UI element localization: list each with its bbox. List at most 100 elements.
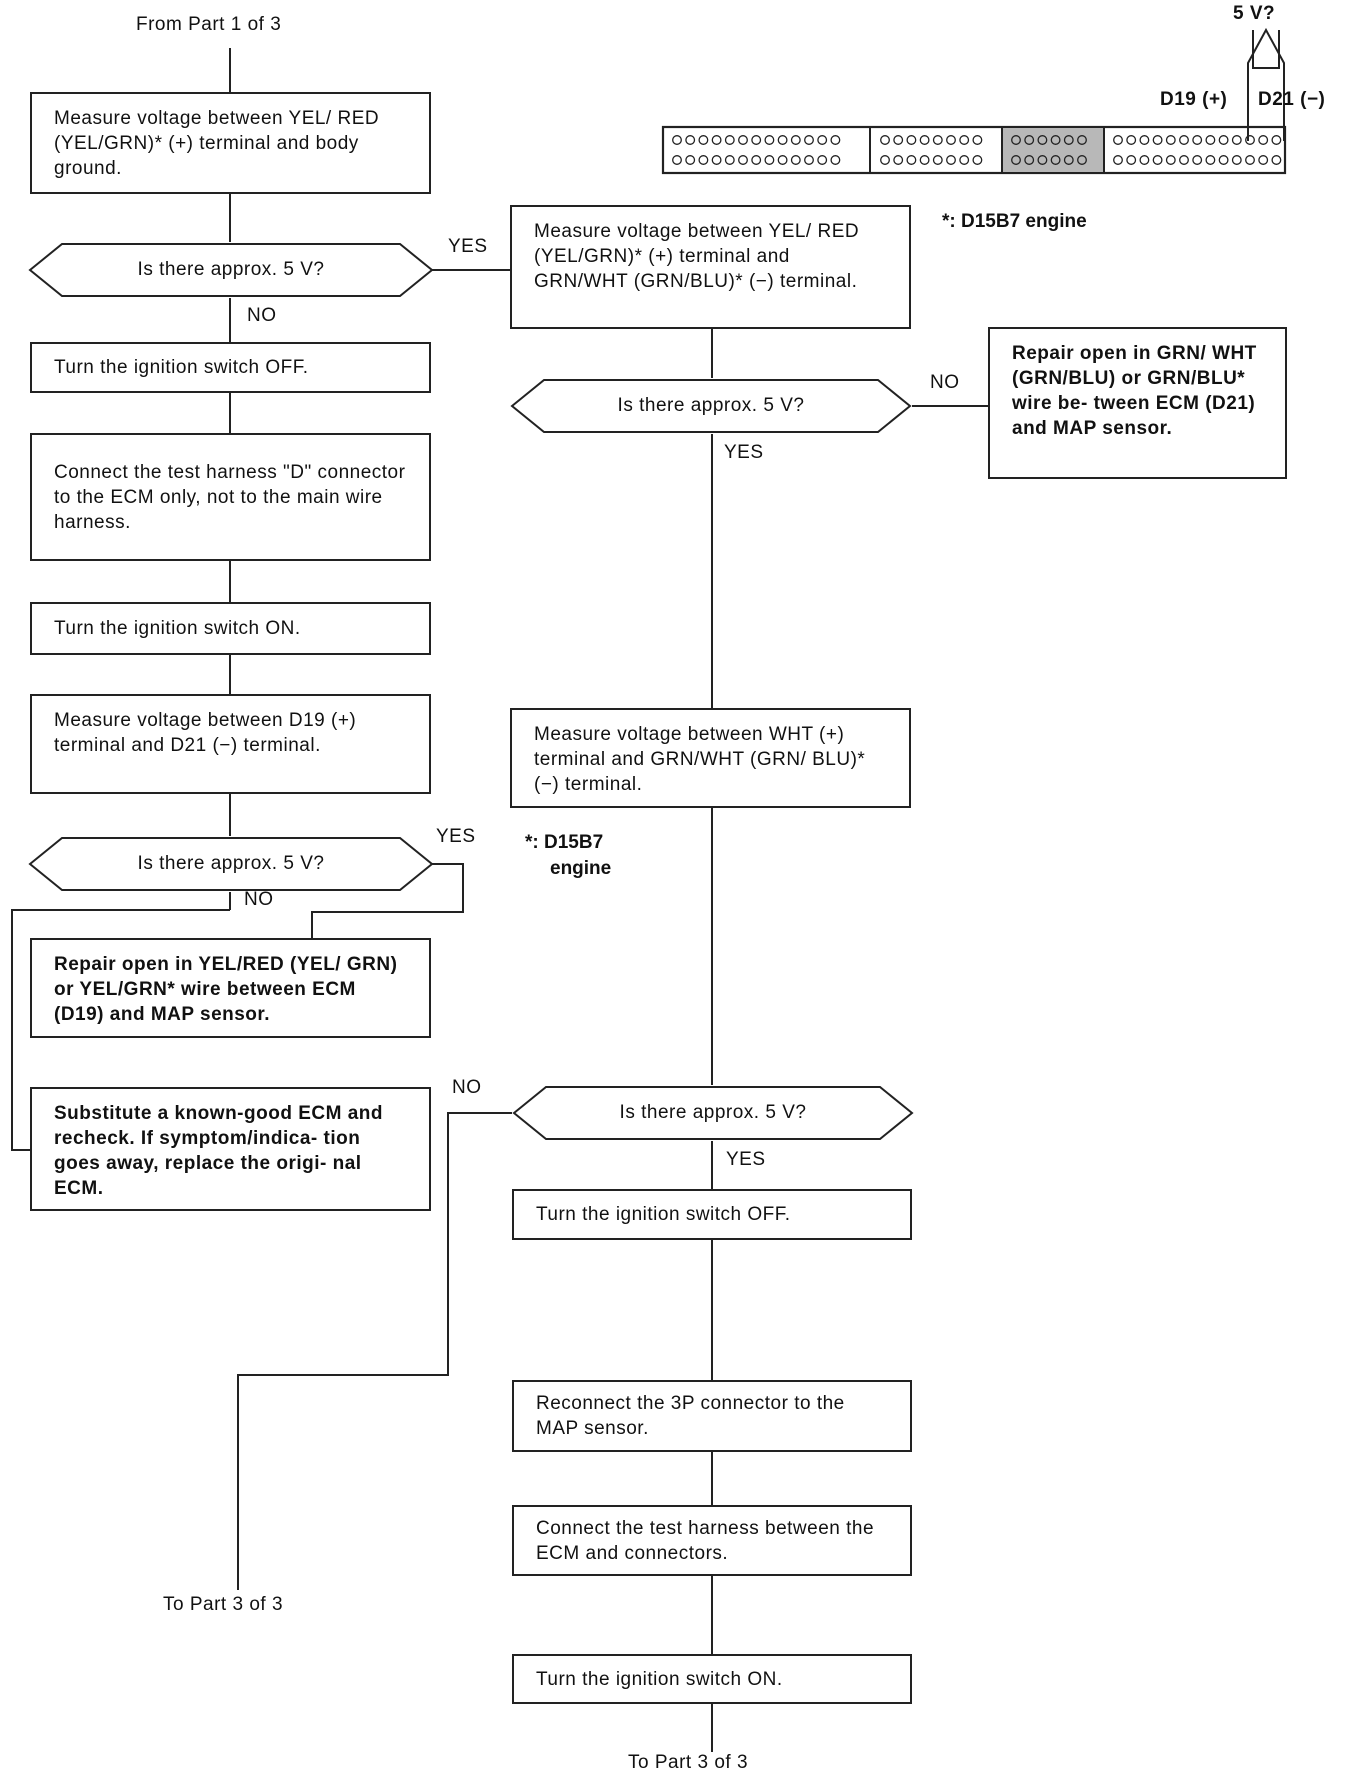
connector-pin — [1231, 135, 1242, 145]
connector-pin — [1152, 135, 1163, 145]
connector-pin — [1271, 155, 1282, 165]
connector-pin — [1050, 155, 1061, 165]
connector-pin — [724, 135, 735, 145]
turn-ignition-on-box: Turn the ignition switch ON. — [30, 602, 431, 655]
repair-grn-wire-box: Repair open in GRN/ WHT (GRN/BLU) or GRN… — [988, 327, 1287, 479]
connector-pin — [946, 155, 956, 165]
connector-pin — [711, 155, 722, 165]
connector-pin — [932, 155, 943, 165]
connector-pin — [790, 135, 801, 145]
connector-pin — [1139, 135, 1150, 145]
d19-terminal-label: D19 (+) — [1160, 89, 1228, 110]
connector-pin — [777, 135, 788, 145]
decision-approx-5v-4: Is there approx. 5 V? — [512, 1085, 914, 1141]
connect-test-harness-d-box: Connect the test harness "D" connector t… — [30, 433, 431, 561]
connector-pin — [738, 155, 748, 165]
connector-pin — [830, 135, 841, 145]
connector-pin — [919, 155, 930, 165]
connector-pin — [724, 155, 735, 165]
connector-pin — [751, 155, 762, 165]
decision-text: Is there approx. 5 V? — [137, 259, 325, 280]
connector-pin — [959, 135, 970, 145]
repair-yel-wire-box: Repair open in YEL/RED (YEL/ GRN) or YEL… — [30, 938, 431, 1038]
connector-pin — [1258, 135, 1269, 145]
connector-pin — [830, 155, 841, 165]
connector-pin — [1205, 155, 1216, 165]
connector-pin — [685, 135, 696, 145]
connector-pin — [804, 155, 814, 165]
decision-text: Is there approx. 5 V? — [137, 853, 325, 874]
measure-voltage-grn-wht-box: Measure voltage between YEL/ RED (YEL/GR… — [510, 205, 911, 329]
connector-pin — [906, 135, 917, 145]
to-part-3-right-label: To Part 3 of 3 — [628, 1752, 749, 1773]
connector-pin — [1024, 135, 1035, 145]
connector-pin — [1139, 155, 1150, 165]
no-label: NO — [452, 1077, 482, 1098]
connector-pin — [1126, 135, 1137, 145]
connector-pin — [932, 135, 943, 145]
decision-text: Is there approx. 5 V? — [617, 395, 805, 416]
decision-approx-5v-3: Is there approx. 5 V? — [510, 378, 912, 434]
d21-terminal-label: D21 (−) — [1258, 89, 1326, 110]
connector-pin — [804, 135, 814, 145]
reconnect-3p-connector-box: Reconnect the 3P connector to the MAP se… — [512, 1380, 912, 1452]
no-label: NO — [247, 305, 277, 326]
connect-test-harness-box: Connect the test harness between the ECM… — [512, 1505, 912, 1576]
connector-pin — [738, 135, 748, 145]
connector-pin — [764, 135, 775, 145]
connector-pin — [1165, 135, 1176, 145]
connector-pin — [698, 135, 709, 145]
connector-pin — [1218, 135, 1229, 145]
connector-pin — [1011, 155, 1021, 165]
connector-pin — [1192, 155, 1203, 165]
decision-text: Is there approx. 5 V? — [619, 1102, 807, 1123]
measure-voltage-body-ground-box: Measure voltage between YEL/ RED (YEL/GR… — [30, 92, 431, 194]
connector-pin — [777, 155, 788, 165]
measure-voltage-d19-d21-box: Measure voltage between D19 (+) terminal… — [30, 694, 431, 794]
connector-pin — [919, 135, 930, 145]
connector-pin — [1179, 155, 1189, 165]
connector-pin — [1126, 155, 1137, 165]
connector-pin — [959, 155, 970, 165]
connector-pin — [880, 135, 890, 145]
connector-pin — [672, 155, 682, 165]
to-part-3-left-label: To Part 3 of 3 — [163, 1594, 284, 1615]
yes-label: YES — [436, 826, 476, 847]
connector-pin — [1037, 155, 1048, 165]
connector-pin — [672, 135, 682, 145]
connector-pin — [1192, 135, 1203, 145]
connector-pin — [893, 155, 904, 165]
connector-pin — [1271, 135, 1282, 145]
connector-pin — [1063, 135, 1074, 145]
connector-pin — [685, 155, 696, 165]
yes-label: YES — [726, 1149, 766, 1170]
connector-pin — [1179, 135, 1189, 145]
measure-voltage-wht-box: Measure voltage between WHT (+) terminal… — [510, 708, 911, 808]
connector-pin — [893, 135, 904, 145]
connector-pin — [1113, 135, 1123, 145]
connector-pin — [698, 155, 709, 165]
connector-pin — [1205, 135, 1216, 145]
connector-pin — [1113, 155, 1123, 165]
footnote-top: *: D15B7 engine — [942, 211, 1087, 232]
connector-pin — [790, 155, 801, 165]
connector-pin — [1077, 155, 1087, 165]
connector-pin — [972, 155, 983, 165]
yes-label: YES — [724, 442, 764, 463]
connector-pin — [711, 135, 722, 145]
decision-approx-5v-1: Is there approx. 5 V? — [28, 242, 434, 298]
connector-pin — [946, 135, 956, 145]
connector-pin — [751, 135, 762, 145]
connector-pin — [764, 155, 775, 165]
no-label: NO — [930, 372, 960, 393]
yes-label: YES — [448, 236, 488, 257]
footnote-mid-line1: *: D15B7 — [525, 832, 604, 853]
no-label: NO — [244, 889, 274, 910]
connector-pin — [1077, 135, 1087, 145]
connector-pin — [906, 155, 917, 165]
substitute-ecm-box: Substitute a known-good ECM and recheck.… — [30, 1087, 431, 1211]
footnote-mid: *: D15B7 engine — [525, 830, 611, 882]
turn-ignition-off-box: Turn the ignition switch OFF. — [512, 1189, 912, 1240]
connector-pin — [1011, 135, 1021, 145]
